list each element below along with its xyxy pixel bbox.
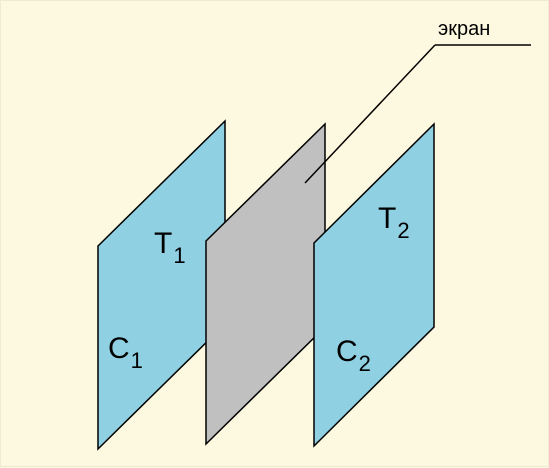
right-plate <box>313 122 435 448</box>
screen-label: экран <box>438 18 491 40</box>
right-plate-top-label: T2 <box>378 202 410 243</box>
left-plate-top-label: T1 <box>154 227 186 268</box>
left-plate-bottom-label: C1 <box>108 332 143 373</box>
screen-leader-line <box>304 44 436 184</box>
right-plate-bottom-label: C2 <box>336 335 371 376</box>
